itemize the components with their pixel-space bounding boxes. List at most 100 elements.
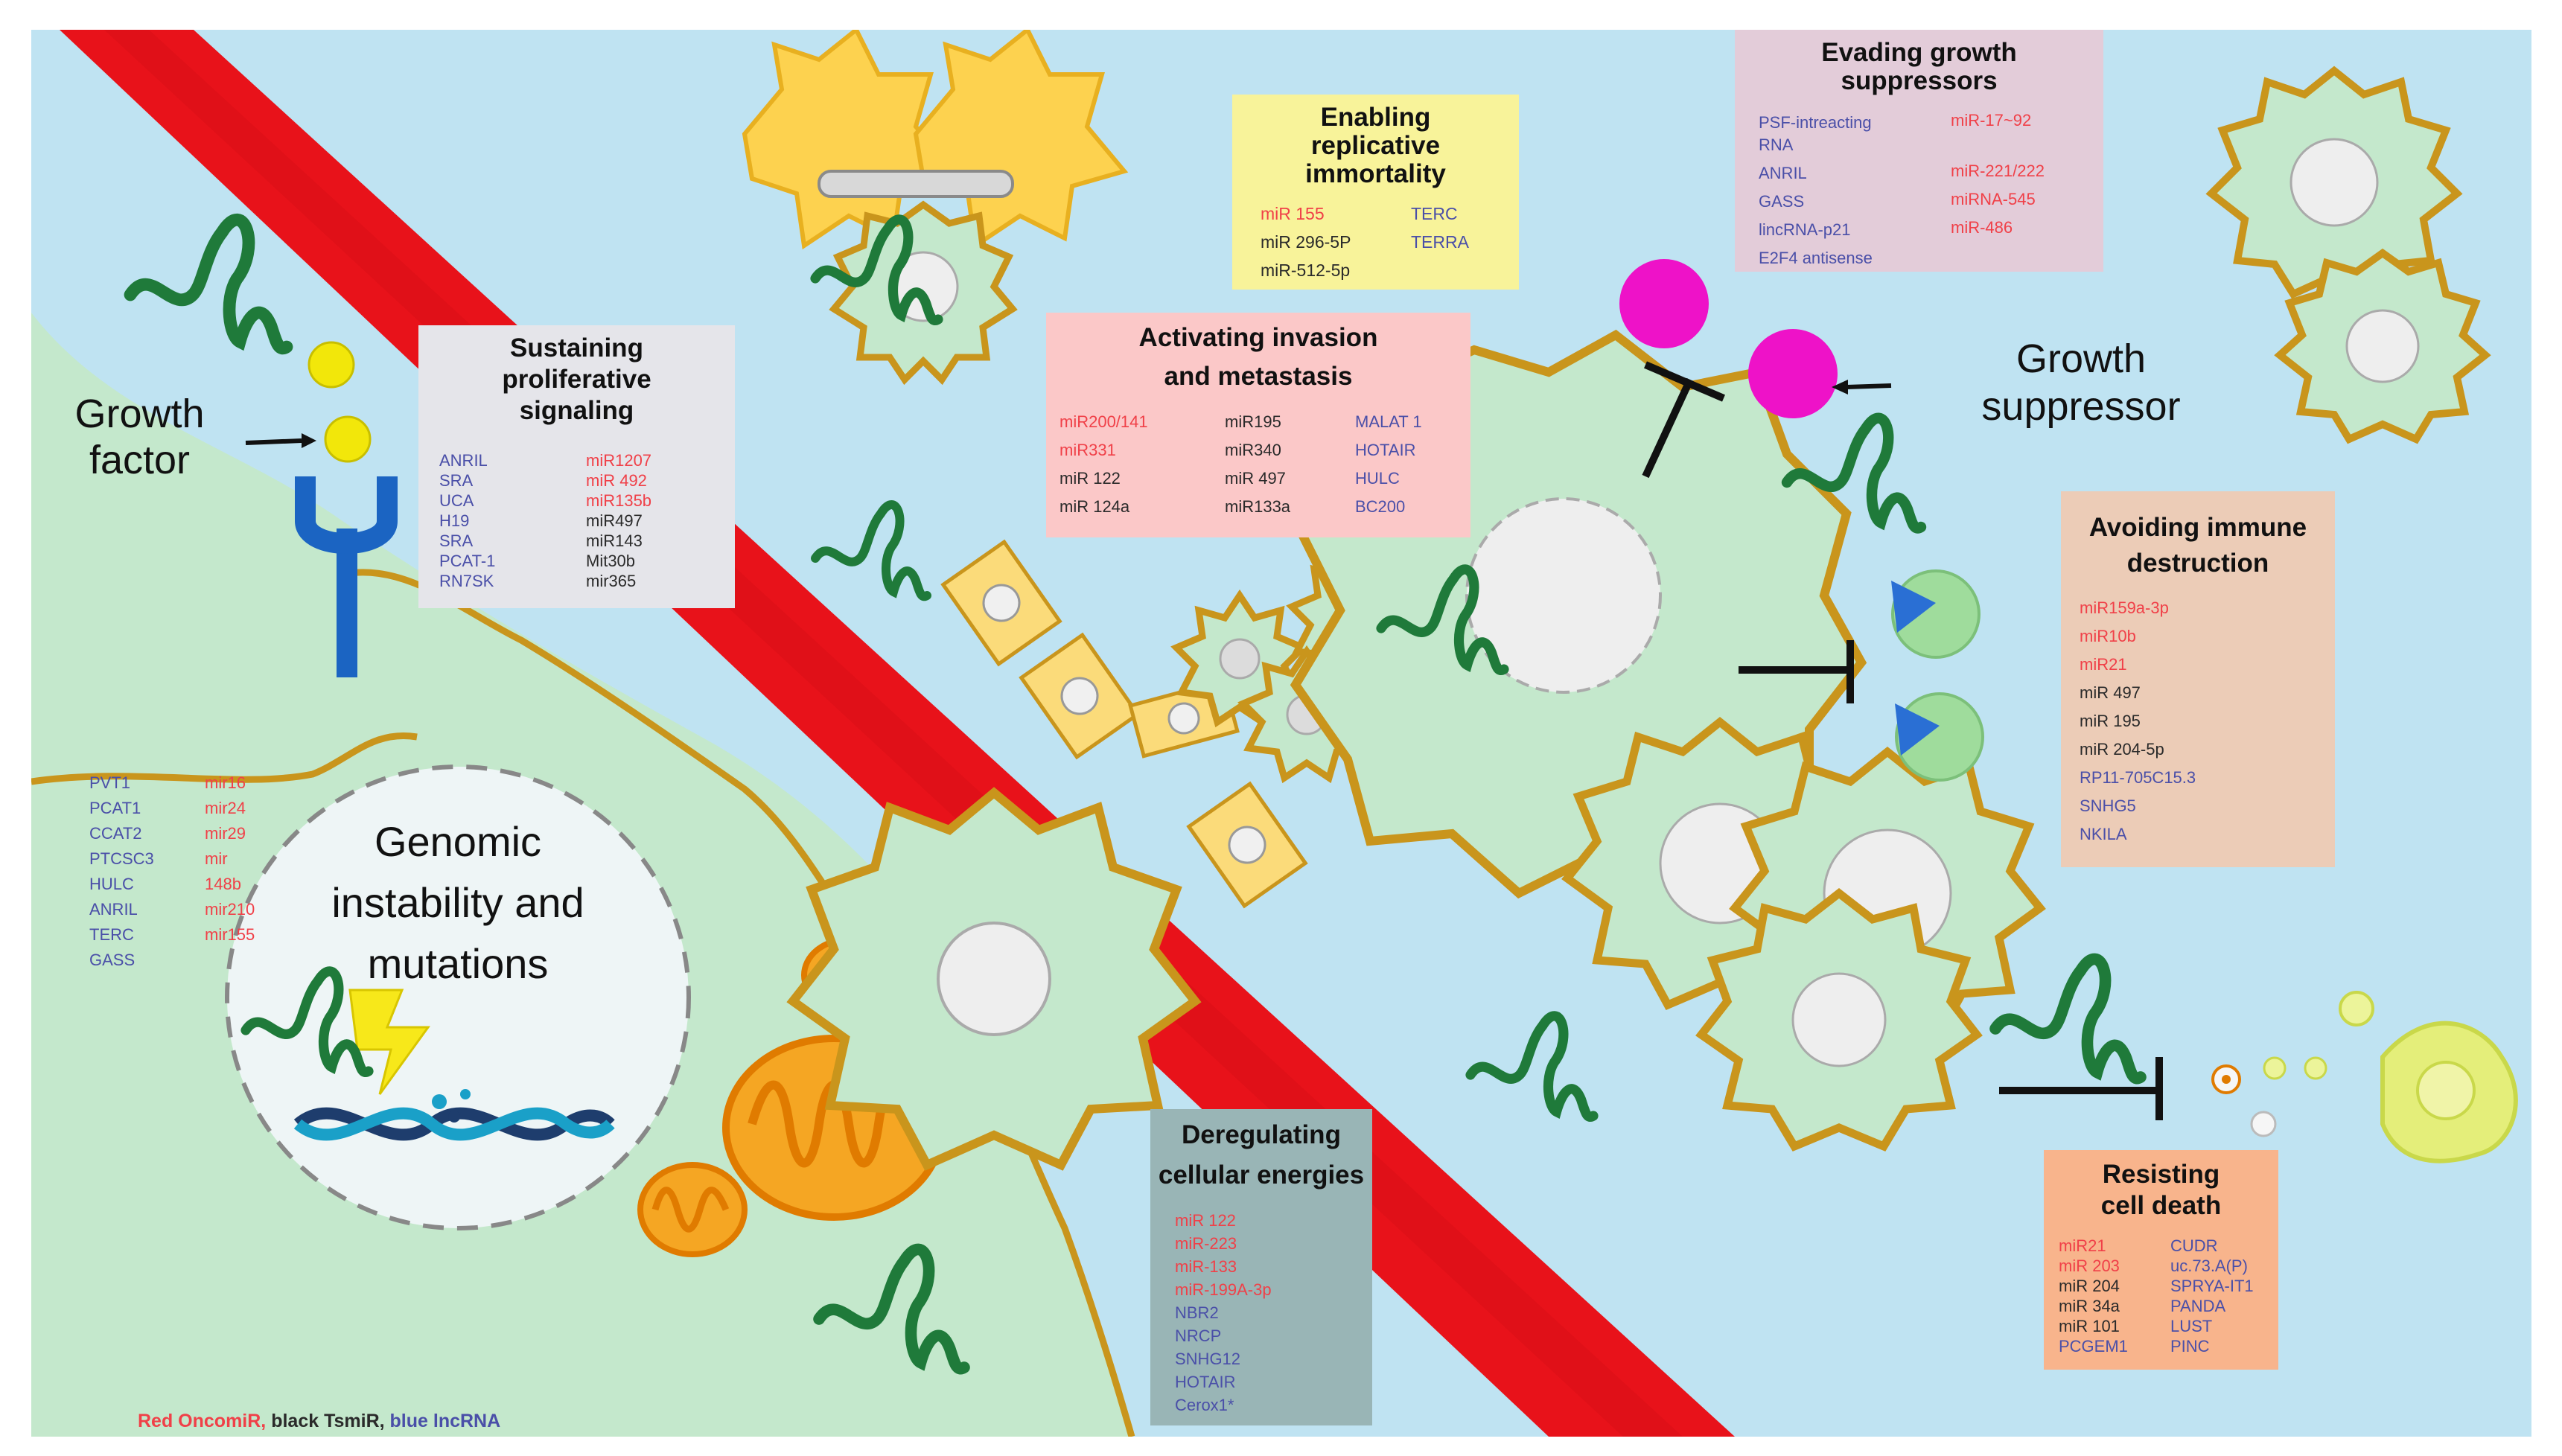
gene-item: NKILA bbox=[2080, 825, 2127, 843]
gene-item: miR21 bbox=[2059, 1236, 2106, 1255]
gene-item: miR133a bbox=[1225, 497, 1291, 516]
gene-item: miR 155 bbox=[1261, 204, 1325, 223]
gene-item: E2F4 antisense bbox=[1759, 249, 1873, 267]
gene-item: CCAT2 bbox=[89, 824, 142, 843]
gene-item: miR-223 bbox=[1175, 1234, 1237, 1253]
arrows bbox=[245, 380, 1892, 448]
gene-item: NRCP bbox=[1175, 1326, 1222, 1345]
gene-item: mir365 bbox=[586, 572, 637, 590]
gene-item: SPRYA-IT1 bbox=[2170, 1277, 2254, 1295]
gene-item: PVT1 bbox=[89, 773, 131, 792]
box-title: Activating invasion and metastasis bbox=[1138, 323, 1378, 391]
cells-top-right bbox=[2205, 66, 2491, 444]
gene-item: mir bbox=[205, 849, 228, 868]
gene-item: miR 195 bbox=[2080, 712, 2141, 730]
gene-item: miR 122 bbox=[1059, 469, 1121, 488]
apoptotic-cell bbox=[2211, 991, 2518, 1163]
gene-item: BC200 bbox=[1355, 497, 1406, 516]
gene-item: HOTAIR bbox=[1355, 441, 1416, 459]
gene-item: miRNA-545 bbox=[1951, 190, 2036, 208]
gene-item: PTCSC3 bbox=[89, 849, 154, 868]
gene-item: PINC bbox=[2170, 1337, 2210, 1356]
gene-item: miR 492 bbox=[586, 471, 647, 490]
inhibition-lines bbox=[1642, 361, 2163, 1120]
box-replicative-immortality: Enabling replicative immortality miR 155… bbox=[1232, 95, 1519, 290]
legend: Red OncomiR, black TsmiR, blue lncRNA bbox=[138, 1411, 500, 1432]
gene-item: miR-486 bbox=[1951, 218, 2013, 237]
gene-item: HOTAIR bbox=[1175, 1373, 1236, 1391]
box-invasion-metastasis: Activating invasion and metastasis miR20… bbox=[1046, 313, 1470, 537]
gene-item: miR10b bbox=[2080, 627, 2136, 645]
gene-item: miR135b bbox=[586, 491, 652, 510]
growth-suppressor-ball bbox=[1748, 329, 1838, 418]
gene-item: 148b bbox=[205, 875, 241, 893]
gene-item: GASS bbox=[89, 951, 136, 969]
gene-item: PSF-intreacting RNA bbox=[1759, 113, 1872, 154]
gene-item: miR 34a bbox=[2059, 1297, 2120, 1315]
gene-item: mir155 bbox=[205, 925, 255, 944]
gene-item: PCAT-1 bbox=[439, 552, 496, 570]
gene-item: miR-133 bbox=[1175, 1257, 1237, 1276]
dna-helix bbox=[293, 1089, 615, 1141]
gene-item: uc.73.A(P) bbox=[2170, 1257, 2248, 1275]
gene-item: PANDA bbox=[2170, 1297, 2226, 1315]
gene-item: NBR2 bbox=[1175, 1303, 1219, 1322]
gene-item: miR 497 bbox=[1225, 469, 1286, 488]
box-title: Evading growth suppressors bbox=[1821, 38, 2017, 95]
gene-item: MALAT 1 bbox=[1355, 412, 1422, 431]
gene-item: miR-221/222 bbox=[1951, 162, 2045, 180]
gene-item: miR200/141 bbox=[1059, 412, 1148, 431]
growth-factor-ball bbox=[307, 341, 355, 389]
gene-item: UCA bbox=[439, 491, 474, 510]
gene-item: ANRIL bbox=[1759, 164, 1807, 182]
gene-item: SNHG5 bbox=[2080, 796, 2136, 815]
box-title: Resisting cell death bbox=[2100, 1160, 2222, 1220]
gene-item: miR-199A-3p bbox=[1175, 1280, 1272, 1299]
gene-item: miR497 bbox=[586, 511, 643, 530]
circulating-cells bbox=[940, 539, 1308, 909]
gene-item: mir16 bbox=[205, 773, 246, 792]
gene-item: lincRNA-p21 bbox=[1759, 220, 1851, 239]
gene-item: miR 497 bbox=[2080, 683, 2141, 702]
tumor-cell-center bbox=[786, 787, 1202, 1171]
gene-item: mir24 bbox=[205, 799, 246, 817]
gene-item: mir210 bbox=[205, 900, 255, 919]
legend-black: black TsmiR, bbox=[271, 1411, 385, 1431]
box-title: Avoiding immune destruction bbox=[2088, 513, 2307, 578]
gene-item: miR-17~92 bbox=[1951, 111, 2032, 130]
receptor bbox=[295, 476, 398, 677]
gene-item: TERC bbox=[89, 925, 134, 944]
legend-blue: blue lncRNA bbox=[389, 1411, 501, 1431]
growth-factor-ball bbox=[324, 415, 372, 463]
gene-item: GASS bbox=[1759, 192, 1805, 211]
gene-item: miR1207 bbox=[586, 451, 652, 470]
gene-item: SRA bbox=[439, 531, 474, 550]
gene-item: miR 101 bbox=[2059, 1317, 2120, 1335]
box-proliferative-signaling: Sustaining proliferative signaling ANRIL… bbox=[418, 325, 735, 608]
gene-item: miR 204-5p bbox=[2080, 740, 2164, 759]
gene-item: SRA bbox=[439, 471, 474, 490]
gene-item: miR 296-5P bbox=[1261, 232, 1351, 252]
growth-suppressor-ball bbox=[1619, 259, 1709, 348]
tumor-cell-cluster bbox=[1561, 716, 2046, 1152]
box-title: Enabling replicative immortality bbox=[1305, 103, 1446, 188]
box-evading-suppressors: Evading growth suppressors PSF-intreacti… bbox=[1735, 30, 2103, 272]
gene-item: miR340 bbox=[1225, 441, 1281, 459]
gene-item: SNHG12 bbox=[1175, 1350, 1241, 1368]
gene-item: HULC bbox=[89, 875, 134, 893]
gene-item: Cerox1* bbox=[1175, 1396, 1234, 1414]
gene-item: miR159a-3p bbox=[2080, 598, 2169, 617]
gene-item: mir29 bbox=[205, 824, 246, 843]
gene-item: miR143 bbox=[586, 531, 643, 550]
genomic-instability-label: Genomic instability and mutations bbox=[331, 818, 584, 987]
gene-item: miR-512-5p bbox=[1261, 261, 1351, 280]
gene-item: TERRA bbox=[1411, 232, 1469, 252]
gene-item: ANRIL bbox=[439, 451, 488, 470]
box-title: Sustaining proliferative signaling bbox=[502, 333, 651, 425]
gene-item: RN7SK bbox=[439, 572, 494, 590]
gene-item: TERC bbox=[1411, 204, 1458, 223]
gene-item: LUST bbox=[2170, 1317, 2213, 1335]
